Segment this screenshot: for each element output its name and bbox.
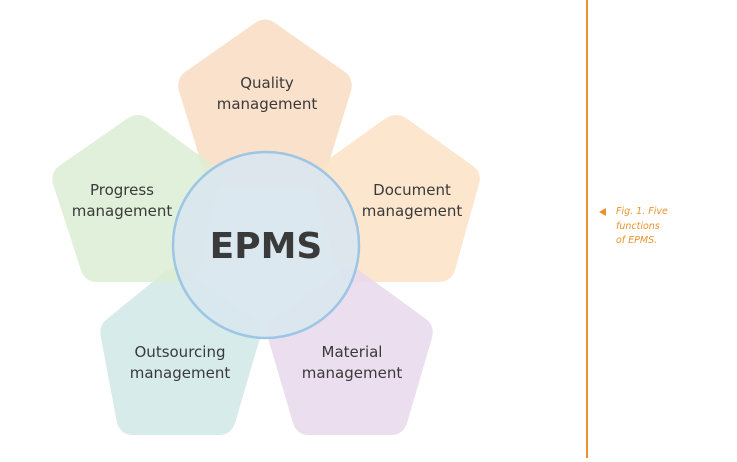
margin-divider-line	[586, 0, 588, 458]
epms-center-circle	[171, 150, 361, 340]
caption-line-3: of EPMS.	[616, 235, 658, 246]
caption-arrow-icon	[599, 208, 606, 216]
document-label-line-1: Document	[373, 181, 451, 199]
quality-label-line-1: Quality	[240, 74, 294, 92]
figure-caption: Fig. 1. Five functions of EPMS.	[599, 205, 689, 249]
material-label-line-2: management	[302, 364, 403, 382]
progress-label-line-1: Progress	[90, 181, 154, 199]
material-label-line-1: Material	[322, 343, 383, 361]
center-node: EPMS	[171, 150, 361, 340]
caption-line-1: Fig. 1. Five	[616, 206, 668, 217]
epms-diagram: Quality management Document management M…	[52, 19, 480, 435]
progress-label-line-2: management	[72, 202, 173, 220]
quality-label-line-2: management	[217, 95, 318, 113]
pentagon-quality-shape	[178, 19, 352, 187]
outsourcing-label-line-1: Outsourcing	[135, 343, 226, 361]
document-label-line-2: management	[362, 202, 463, 220]
outsourcing-label-line-2: management	[130, 364, 231, 382]
epms-center-label: EPMS	[210, 226, 323, 267]
pentagon-quality: Quality management	[178, 19, 352, 187]
figure-caption-text: Fig. 1. Five functions of EPMS.	[616, 205, 680, 249]
caption-line-2: functions	[616, 220, 660, 232]
